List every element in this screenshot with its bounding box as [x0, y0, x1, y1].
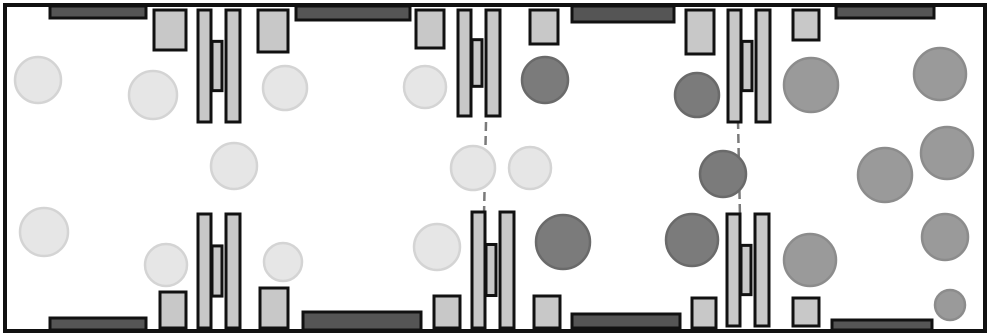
square-block-7 — [160, 292, 186, 328]
particle-21 — [922, 214, 968, 260]
gate-bar-left — [198, 10, 211, 122]
particle-6 — [451, 146, 495, 190]
edge-plate-4 — [836, 6, 934, 18]
square-block-5 — [686, 10, 714, 54]
gate-bar-left — [727, 214, 740, 326]
square-block-12 — [793, 298, 819, 326]
square-block-6 — [793, 10, 819, 40]
particle-10 — [264, 243, 302, 281]
edge-plate-1 — [50, 6, 146, 18]
square-block-11 — [692, 298, 716, 328]
gate-bar-right — [500, 212, 514, 328]
square-block-1 — [154, 10, 186, 50]
gate-bar-middle — [212, 246, 222, 296]
square-block-9 — [434, 296, 460, 328]
particle-9 — [145, 244, 187, 286]
particle-3 — [263, 66, 307, 110]
particle-7 — [509, 147, 551, 189]
particle-22 — [784, 234, 836, 286]
particle-14 — [700, 151, 746, 197]
gate-bar-left — [198, 214, 211, 328]
edge-plate-2 — [296, 6, 410, 20]
square-block-3 — [416, 10, 444, 48]
particle-13 — [675, 73, 719, 117]
gate-bar-left — [472, 212, 485, 328]
particle-5 — [211, 143, 257, 189]
gate-bar-right — [486, 10, 500, 116]
gate-bar-middle — [212, 41, 222, 90]
particle-1 — [15, 57, 61, 103]
edge-plate-7 — [572, 314, 680, 328]
particle-2 — [129, 71, 177, 119]
gate-bar-middle — [472, 40, 482, 87]
particle-17 — [784, 58, 838, 112]
edge-plate-6 — [303, 312, 421, 330]
gate-bar-middle — [741, 245, 751, 294]
particle-20 — [858, 148, 912, 202]
particle-19 — [921, 127, 973, 179]
gate-bar-right — [756, 10, 770, 122]
particle-23 — [935, 290, 965, 320]
gate-bar-right — [755, 214, 769, 326]
gate-bar-middle — [486, 244, 496, 295]
gate-bar-middle — [742, 41, 752, 90]
square-block-4 — [530, 10, 558, 44]
edge-plate-5 — [50, 318, 146, 330]
particle-15 — [536, 215, 590, 269]
gate-bar-right — [226, 10, 240, 122]
particle-4 — [404, 66, 446, 108]
edge-plate-8 — [832, 320, 932, 330]
gate-bar-right — [226, 214, 240, 328]
particle-12 — [522, 57, 568, 103]
particle-16 — [666, 214, 718, 266]
square-block-8 — [260, 288, 288, 328]
square-block-10 — [534, 296, 560, 328]
particle-8 — [20, 208, 68, 256]
gate-bar-left — [458, 10, 471, 116]
particle-18 — [914, 48, 966, 100]
gate-bar-left — [728, 10, 741, 122]
particle-11 — [414, 224, 460, 270]
edge-plate-3 — [572, 6, 674, 22]
square-block-2 — [258, 10, 288, 52]
